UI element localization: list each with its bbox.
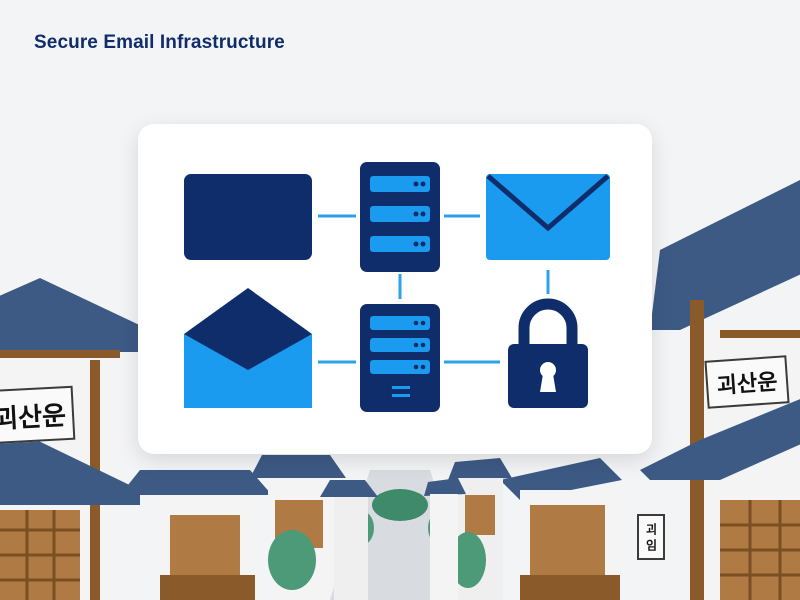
email-infrastructure-diagram-card [138, 124, 652, 454]
right-houses [424, 180, 800, 600]
server-icon [360, 162, 440, 272]
server-icon [360, 304, 440, 412]
korean-shop-sign-left: 괴산운 [0, 385, 76, 445]
padlock-icon [508, 298, 588, 408]
page-title: Secure Email Infrastructure [34, 32, 285, 53]
email-envelope-icon [486, 174, 610, 260]
monitor-icon [184, 174, 312, 260]
korean-shop-sign-right: 괴산운 [704, 355, 790, 409]
distant-tree [372, 489, 428, 521]
left-houses [0, 278, 378, 600]
diagram-connectors [318, 214, 550, 364]
korean-small-sign: 괴 임 [637, 514, 665, 560]
open-envelope-icon [184, 288, 312, 408]
email-infrastructure-diagram [184, 162, 610, 412]
